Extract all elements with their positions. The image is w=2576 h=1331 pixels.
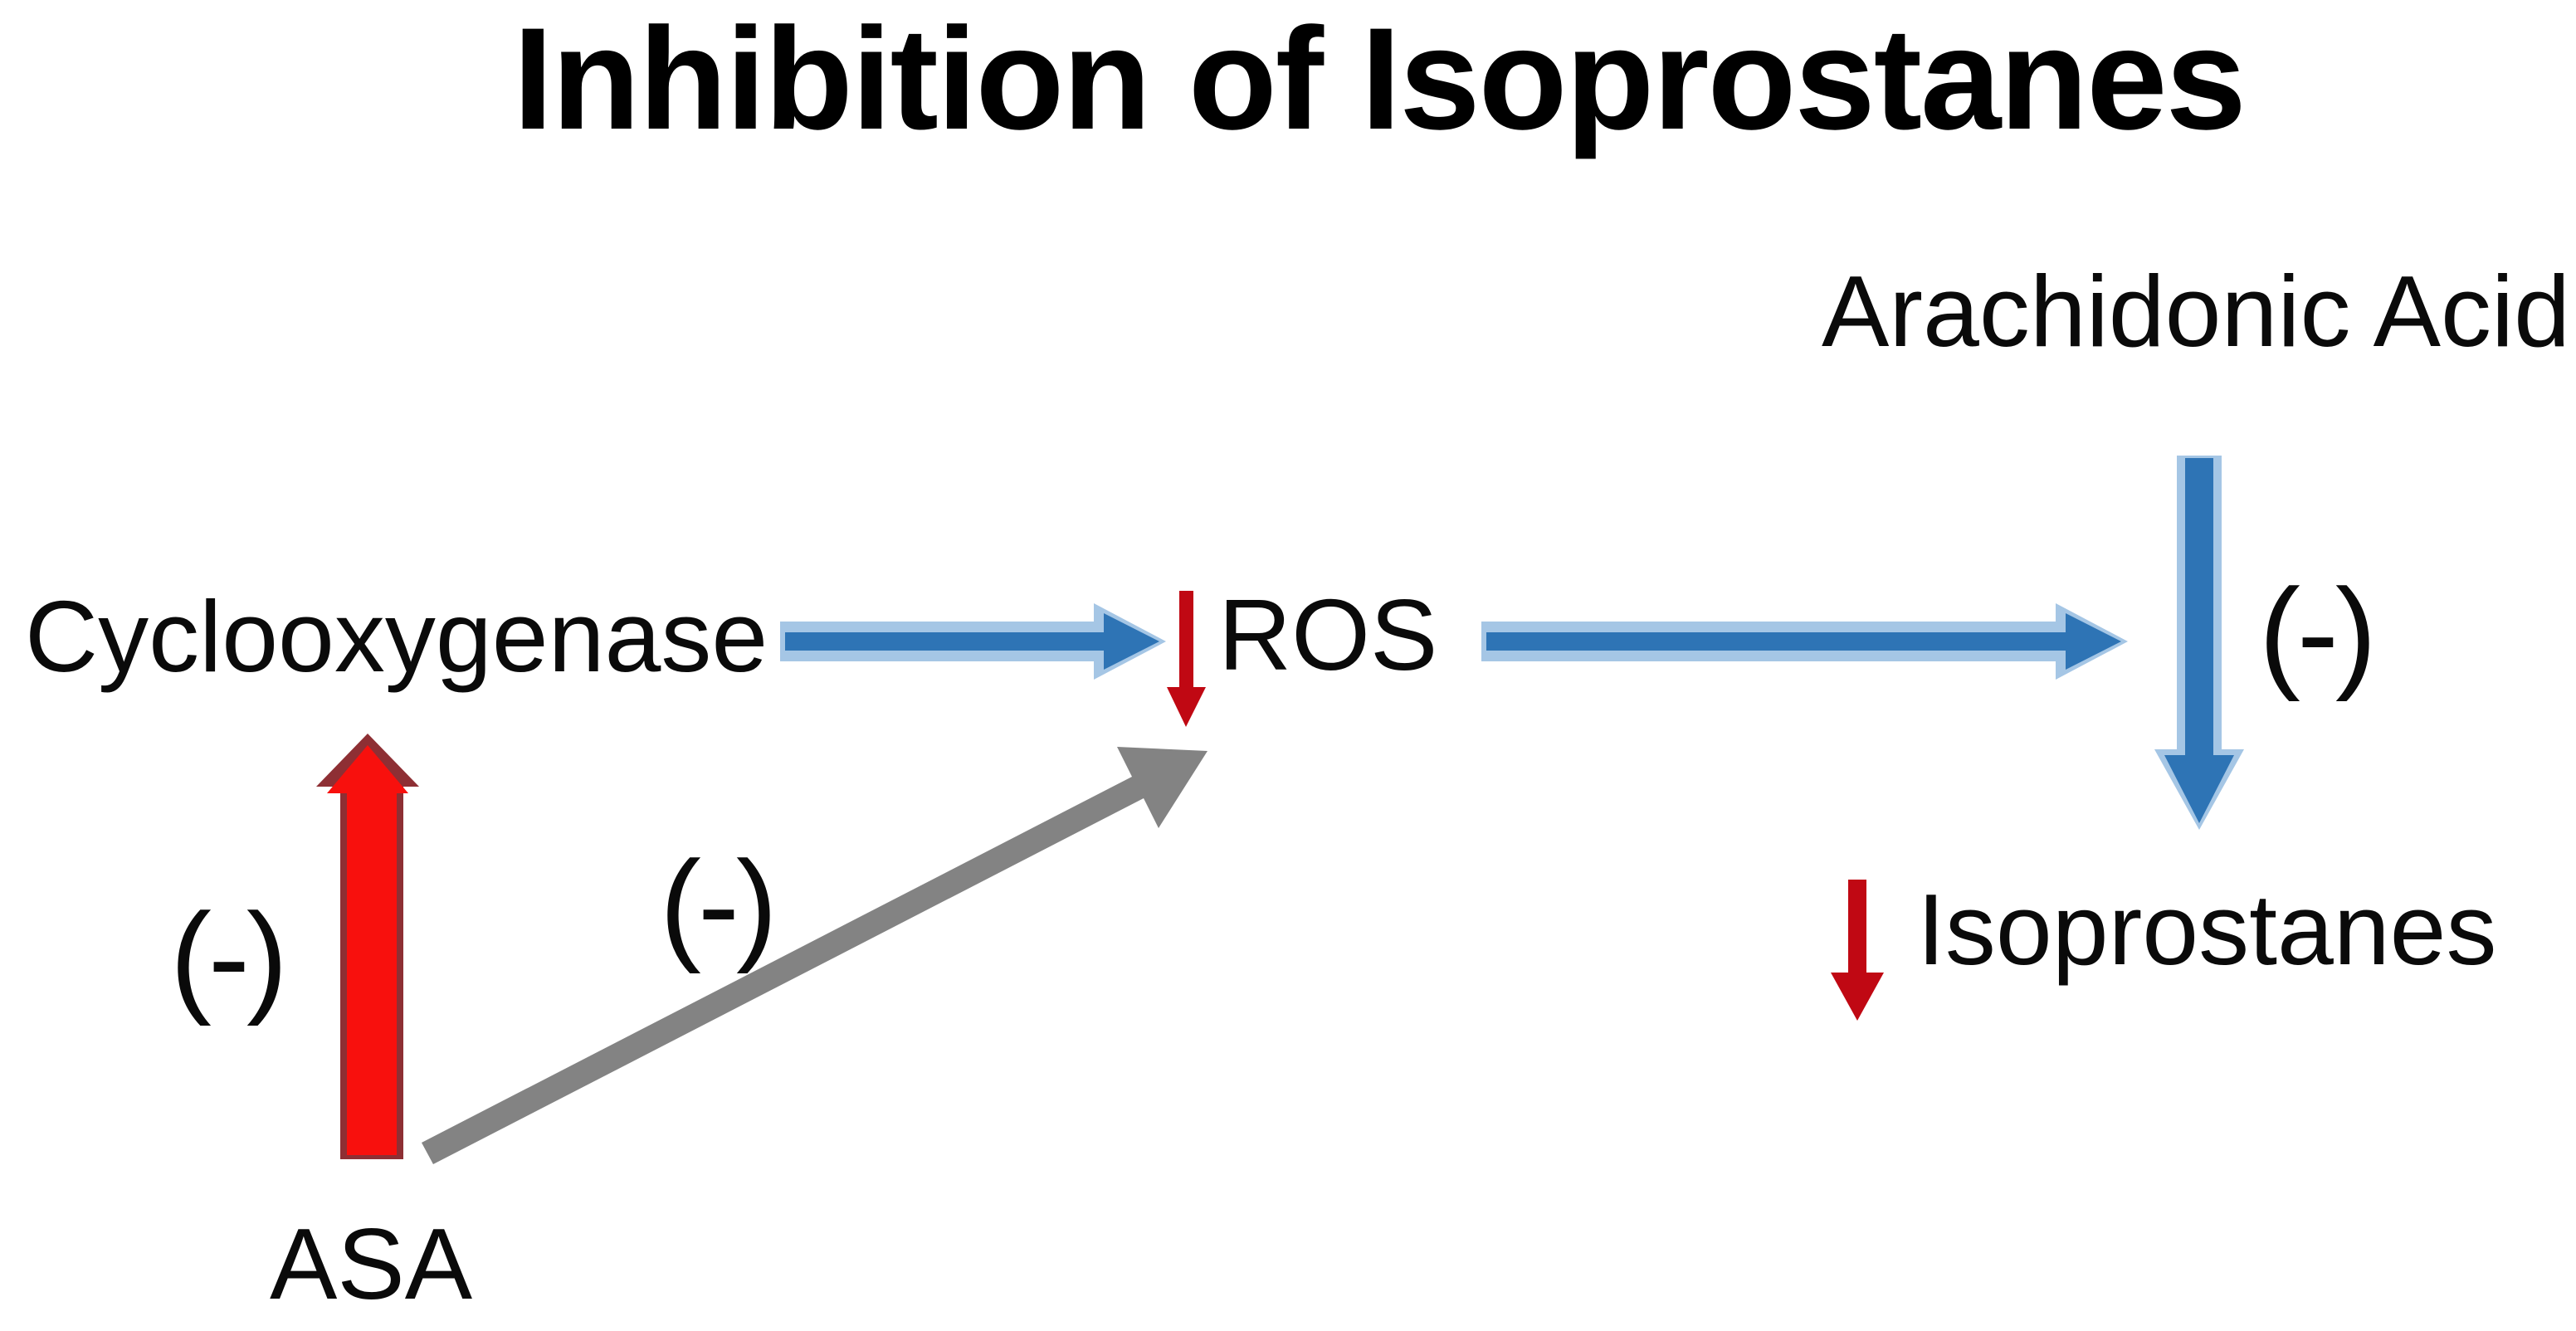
inhibition-sign-arachidonic-to-isoprostanes: (-): [2259, 563, 2377, 702]
arrow-asa-to-ros-icon: [422, 747, 1208, 1164]
decrease-arrow-ros-icon: [1167, 591, 1206, 727]
node-label-arachidonic-acid: Arachidonic Acid: [1822, 255, 2570, 368]
arrow-arachidonic-down-icon: [2154, 456, 2244, 830]
decrease-arrow-isoprostanes-icon: [1831, 880, 1884, 1021]
inhibition-sign-asa-to-ros: (-): [660, 835, 778, 974]
diagram-title: Inhibition of Isoprostanes: [513, 0, 2247, 160]
node-label-ros: ROS: [1218, 578, 1438, 691]
arrow-asa-to-cyclooxygenase-icon: [316, 734, 419, 1159]
node-label-cyclooxygenase: Cyclooxygenase: [25, 580, 768, 693]
node-label-asa: ASA: [270, 1207, 473, 1320]
node-label-isoprostanes: Isoprostanes: [1917, 873, 2497, 986]
arrow-ros-to-isoprostanes-icon: [1481, 603, 2128, 680]
arrow-cox-to-ros-icon: [780, 603, 1166, 680]
inhibition-sign-asa-to-cyclooxygenase: (-): [170, 887, 288, 1026]
